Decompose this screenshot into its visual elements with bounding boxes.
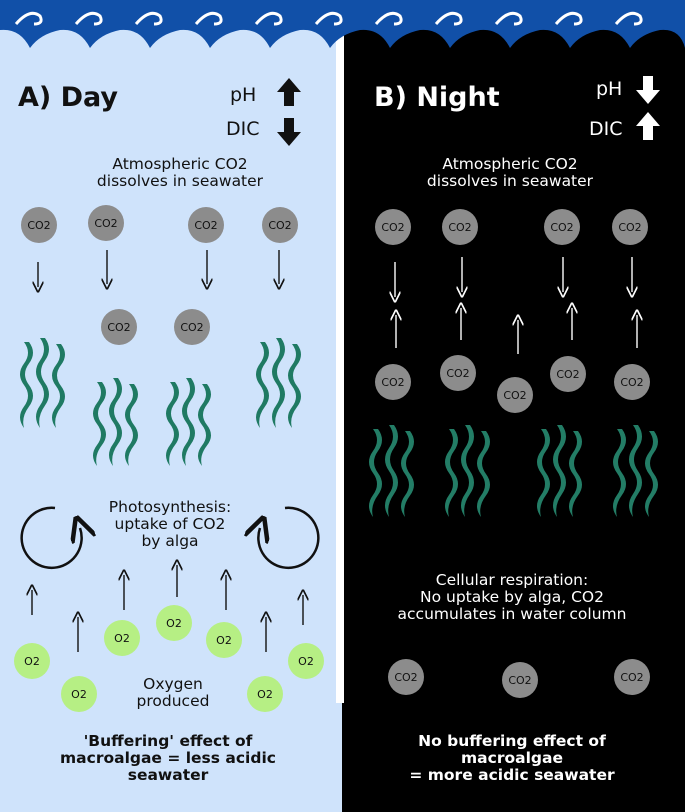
wave-curl (14, 11, 43, 26)
seaweed-blade (385, 425, 398, 517)
co2-bubble: CO2 (614, 364, 650, 400)
o2-bubble: O2 (206, 622, 242, 658)
flow-arrows (32, 250, 637, 652)
seaweed-blade (272, 338, 285, 428)
o2-bubble: O2 (288, 643, 324, 679)
wave-curls (14, 11, 643, 26)
o2-bubble: O2 (247, 676, 283, 712)
seaweed-blade (93, 382, 106, 466)
o2-bubble: O2 (104, 620, 140, 656)
wave-curl (254, 11, 283, 26)
seaweed-blade (569, 431, 582, 517)
night-title: B) Night (374, 82, 500, 113)
wave-curl (554, 11, 583, 26)
o2-bubble: O2 (61, 676, 97, 712)
night-dic-label: DIC (589, 118, 623, 140)
seaweed-blade (369, 429, 382, 517)
seaweed-blade (553, 425, 566, 517)
co2-bubble: CO2 (88, 205, 124, 241)
dic-down-arrow-icon (277, 118, 301, 146)
seaweed-blade (629, 425, 642, 517)
o2-bubble: O2 (156, 605, 192, 641)
co2-bubble: CO2 (614, 659, 650, 695)
seaweed-blade (288, 344, 301, 428)
seaweed-blade (125, 384, 138, 466)
seaweed-blade (109, 378, 122, 466)
seaweed-blade (401, 431, 414, 517)
respiration-text: Cellular respiration:No uptake by alga, … (397, 571, 627, 623)
co2-bubble: CO2 (502, 662, 538, 698)
co2-bubble: CO2 (375, 209, 411, 245)
co2-bubble: CO2 (174, 309, 210, 345)
wave-curl (314, 11, 343, 26)
co2-bubble: CO2 (550, 356, 586, 392)
wave-curl (74, 11, 103, 26)
seaweed-blade (182, 378, 195, 466)
night-ph-label: pH (596, 78, 623, 100)
seaweed-blade (461, 425, 474, 517)
wave-curl (374, 11, 403, 26)
panel-divider (336, 30, 344, 703)
co2-bubble: CO2 (21, 207, 57, 243)
seaweed-blade (166, 382, 179, 466)
seaweed-blade (645, 431, 658, 517)
co2-bubble: CO2 (442, 209, 478, 245)
co2-bubble: CO2 (101, 309, 137, 345)
seaweed-blade (20, 342, 33, 428)
rotation-arrow-left-icon (20, 506, 82, 569)
seaweed-blade (198, 384, 211, 466)
co2-bubble: CO2 (262, 207, 298, 243)
co2-bubble: CO2 (388, 659, 424, 695)
seaweed-blade (537, 429, 550, 517)
day-dic-label: DIC (226, 118, 260, 140)
co2-bubble: CO2 (188, 207, 224, 243)
o2-bubble: O2 (14, 643, 50, 679)
day-ph-label: pH (230, 84, 257, 106)
seaweed-blade (52, 344, 65, 428)
seaweed-blade (36, 338, 49, 428)
ph-up-arrow-icon (277, 78, 301, 106)
seaweed-blade (445, 429, 458, 517)
co2-bubble: CO2 (497, 377, 533, 413)
wave-curl (434, 11, 463, 26)
co2-bubble: CO2 (544, 209, 580, 245)
wave-curl (614, 11, 643, 26)
wave-curl (494, 11, 523, 26)
ocean-waves (0, 0, 685, 48)
seaweed-blade (256, 342, 269, 428)
day-title: A) Day (18, 82, 119, 113)
rotation-arrow-right-icon (258, 506, 320, 569)
wave-curl (194, 11, 223, 26)
night-dic-up-arrow-icon (636, 112, 660, 140)
seaweed-blade (613, 429, 626, 517)
seaweed-group (20, 338, 658, 517)
night-ph-down-arrow-icon (636, 76, 660, 104)
co2-bubble: CO2 (440, 355, 476, 391)
seaweed-blade (477, 431, 490, 517)
wave-curl (134, 11, 163, 26)
co2-bubble: CO2 (375, 364, 411, 400)
co2-bubble: CO2 (612, 209, 648, 245)
